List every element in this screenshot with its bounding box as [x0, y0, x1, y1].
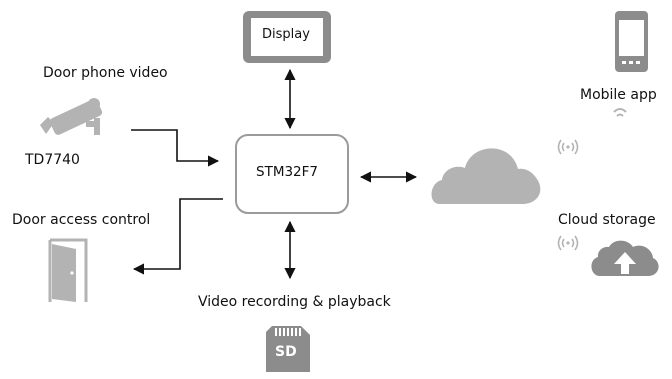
door-icon: [48, 238, 88, 302]
wireless-signal-icon-mobile: [557, 139, 579, 155]
door-phone-video-label: Door phone video: [43, 65, 168, 81]
door-access-control-label: Door access control: [12, 212, 151, 228]
cloud-storage-label: Cloud storage: [558, 212, 656, 228]
wifi-icon: [613, 108, 627, 117]
mobile-app-label: Mobile app: [580, 87, 657, 103]
cloud-upload-icon: [591, 240, 659, 276]
arrow-camera-mcu: [131, 129, 220, 167]
display-label: Display: [262, 27, 310, 42]
smartphone-icon: [615, 11, 648, 72]
mcu-label: STM32F7: [256, 164, 318, 180]
arrow-mcu-door: [132, 198, 223, 275]
mcu-box: [235, 134, 349, 214]
sd-card-icon: [266, 326, 310, 372]
cloud-icon: [431, 148, 541, 204]
camera-model-label: TD7740: [25, 152, 80, 168]
display-monitor-icon: [243, 11, 331, 63]
wireless-signal-icon-cloud: [557, 235, 579, 251]
security-camera-icon: [40, 98, 103, 135]
video-recording-label: Video recording & playback: [198, 294, 391, 310]
sd-card-label: SD: [275, 344, 297, 360]
